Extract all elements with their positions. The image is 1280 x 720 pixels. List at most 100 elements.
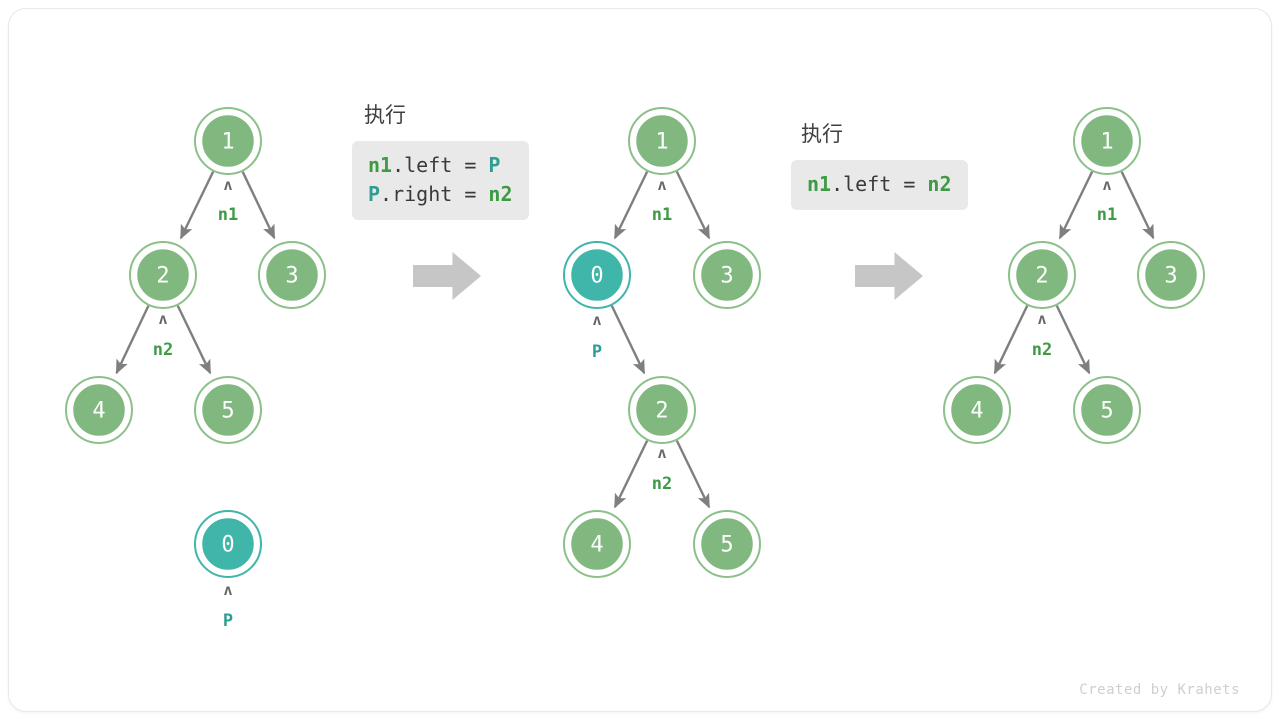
tree-node-ring <box>129 241 197 309</box>
tree-node-body <box>1013 246 1071 304</box>
tree-edge <box>115 305 150 375</box>
tree-node: 1 <box>1073 107 1141 175</box>
pointer-caret-icon: ʌ <box>223 176 232 194</box>
tree-node: 2 <box>129 241 197 309</box>
tree-edge <box>176 305 212 375</box>
flow-arrow-icon <box>413 252 481 300</box>
tree-node: 4 <box>943 376 1011 444</box>
pointer-label: n1 <box>218 205 238 225</box>
tree-node-body <box>948 381 1006 439</box>
tree-node-value: 1 <box>221 130 234 155</box>
tree-edge <box>613 171 649 240</box>
tree-edge <box>1120 171 1155 240</box>
step-1-title: 执行 <box>364 104 406 127</box>
tree-node-value: 4 <box>590 533 603 558</box>
tree-node-ring <box>628 107 696 175</box>
tree-node: 5 <box>1073 376 1141 444</box>
tree-node-body <box>263 246 321 304</box>
tree-node: 5 <box>194 376 262 444</box>
code-token: P <box>368 182 381 206</box>
tree-node-value: 3 <box>1164 264 1177 289</box>
step-2-code-box: n1.left = n2 <box>791 160 968 210</box>
code-token: .left = <box>392 153 489 177</box>
tree-node-body <box>199 381 257 439</box>
tree-node-ring <box>194 107 262 175</box>
tree-node: 0 <box>194 510 262 578</box>
tree-node: 1 <box>194 107 262 175</box>
tree-node-body <box>698 246 756 304</box>
tree-node-value: 5 <box>221 399 234 424</box>
pointer-label: n1 <box>652 205 672 225</box>
tree-node: 5 <box>693 510 761 578</box>
tree-node: 3 <box>693 241 761 309</box>
code-token: .right = <box>380 182 489 206</box>
pointer-label: P <box>592 342 602 362</box>
code-line: P.right = n2 <box>368 180 513 209</box>
pointer-caret-icon: ʌ <box>657 444 666 462</box>
tree-node-value: 5 <box>1100 399 1113 424</box>
tree-node: 4 <box>65 376 133 444</box>
tree-node-ring <box>1073 107 1141 175</box>
tree-edge <box>241 171 276 240</box>
tree-node-body <box>1078 112 1136 170</box>
code-line: n1.left = P <box>368 151 513 180</box>
tree-node-body <box>633 381 691 439</box>
tree-node-value: 4 <box>92 399 105 424</box>
tree-node-body <box>1078 381 1136 439</box>
tree-node-ring <box>693 241 761 309</box>
pointer-label: n2 <box>153 340 173 360</box>
tree-node-ring <box>563 241 631 309</box>
code-token: n1 <box>368 153 393 177</box>
tree-node-ring <box>258 241 326 309</box>
pointer-caret-icon: ʌ <box>592 311 601 329</box>
pointer-label: n2 <box>652 474 672 494</box>
tree-node-value: 2 <box>1035 264 1048 289</box>
tree-node-ring <box>563 510 631 578</box>
code-token: .left = <box>831 172 928 196</box>
tree-edge <box>675 440 711 509</box>
tree-node-value: 5 <box>720 533 733 558</box>
tree-node-body <box>568 246 626 304</box>
tree-node: 3 <box>258 241 326 309</box>
code-token: n2 <box>927 172 952 196</box>
tree-node: 4 <box>563 510 631 578</box>
tree-edge <box>675 171 711 240</box>
pointer-label: n1 <box>1097 205 1117 225</box>
tree-node-ring <box>1008 241 1076 309</box>
tree-node-ring <box>628 376 696 444</box>
tree-node-value: 1 <box>1100 130 1113 155</box>
tree-edge <box>610 305 646 375</box>
tree-node: 1 <box>628 107 696 175</box>
step-2-title: 执行 <box>801 123 843 146</box>
tree-node-ring <box>1137 241 1205 309</box>
tree-node-ring <box>693 510 761 578</box>
pointer-label: n2 <box>1032 340 1052 360</box>
tree-node-value: 3 <box>720 264 733 289</box>
tree-node: 0 <box>563 241 631 309</box>
tree-node-value: 0 <box>221 533 234 558</box>
code-token: n1 <box>807 172 832 196</box>
tree-node-body <box>633 112 691 170</box>
tree-node-body <box>568 515 626 573</box>
tree-node-value: 2 <box>655 399 668 424</box>
pointer-caret-icon: ʌ <box>657 176 666 194</box>
pointer-caret-icon: ʌ <box>1102 176 1111 194</box>
tree-node: 3 <box>1137 241 1205 309</box>
tree-node-ring <box>1073 376 1141 444</box>
tree-edge <box>1055 305 1091 375</box>
tree-node-value: 1 <box>655 130 668 155</box>
tree-node-ring <box>65 376 133 444</box>
tree-node-body <box>134 246 192 304</box>
tree-edge <box>993 305 1029 375</box>
tree-edge <box>1058 171 1094 240</box>
flow-arrow-icon <box>855 252 923 300</box>
tree-node-ring <box>194 510 262 578</box>
code-token: P <box>488 153 501 177</box>
tree-node-ring <box>194 376 262 444</box>
tree-node-body <box>698 515 756 573</box>
pointer-caret-icon: ʌ <box>223 581 232 599</box>
tree-node-value: 4 <box>970 399 983 424</box>
